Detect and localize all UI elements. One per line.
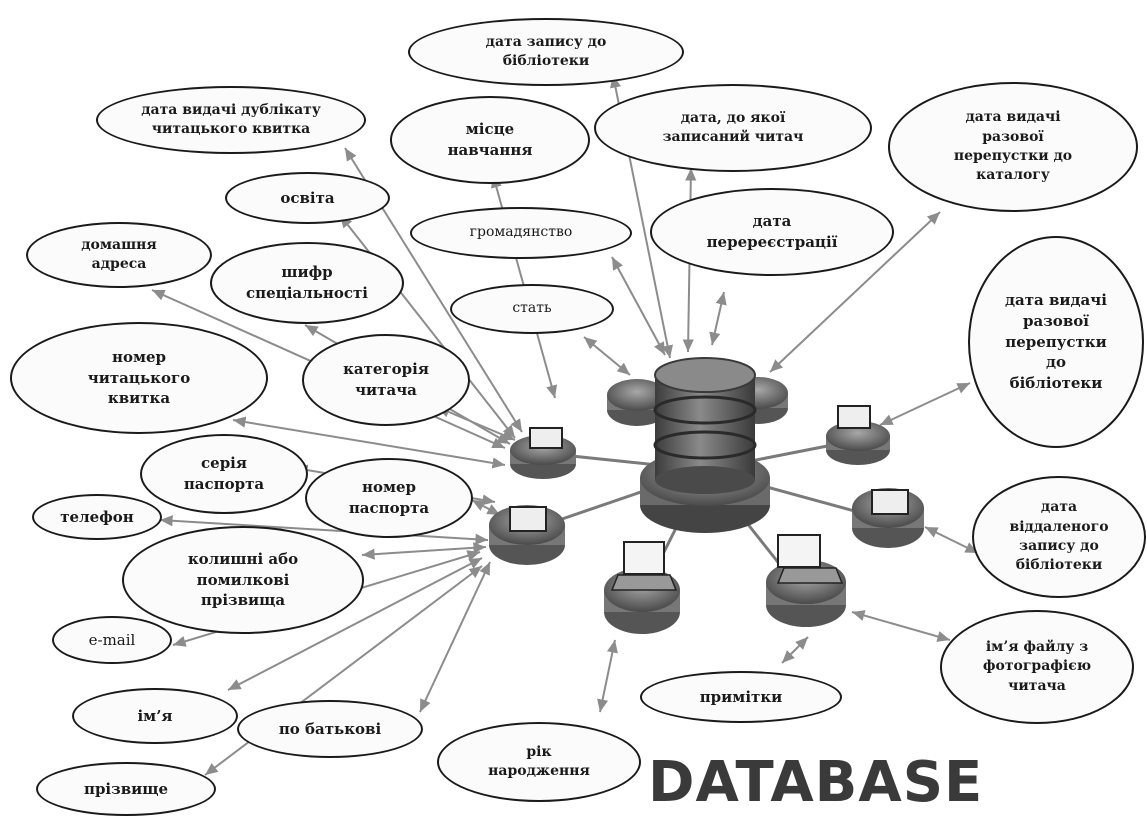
field-bubble-phone: телефон [32,494,162,540]
client-node-2 [489,505,565,565]
client-node-4 [766,534,846,627]
field-bubble-reader-card-number: номер читацького квитка [10,322,268,434]
field-bubble-catalog-pass-date: дата видачі разової перепустки до катало… [888,82,1138,212]
client-node-5 [852,488,924,548]
field-bubble-specialty-code: шифр спеціальності [210,242,404,324]
field-bubble-patronymic: по батькові [237,700,423,758]
field-bubble-former-surnames: колишні або помилкові прізвища [122,526,364,634]
field-bubble-passport-number: номер паспорта [305,458,473,538]
field-bubble-photo-filename: ім’я файлу з фотографією читача [940,610,1134,724]
field-bubble-reregistration-date: дата перереєстрації [650,188,894,276]
field-bubble-duplicate-card-date: дата видачі дублікату читацького квитка [96,86,366,154]
field-bubble-passport-series: серія паспорта [140,434,308,514]
client-node-7 [607,379,667,426]
field-bubble-gender: стать [450,284,614,334]
field-bubble-education: освіта [225,172,390,224]
field-bubble-surname: прізвище [36,762,216,816]
field-bubble-first-name: ім’я [72,688,238,744]
field-bubble-home-address: домашня адреса [26,222,212,288]
field-bubble-library-signup-date: дата запису до бібліотеки [408,18,684,86]
client-node-3 [604,541,680,634]
field-bubble-citizenship: громадянство [410,207,632,259]
field-bubble-reader-category: категорія читача [302,334,470,426]
field-bubble-birth-year: рік народження [437,722,641,802]
field-bubble-registered-until: дата, до якої записаний читач [594,84,872,172]
database-server-icon [640,357,770,533]
field-bubble-study-place: місце навчання [390,96,590,184]
client-node-6 [826,405,890,465]
field-bubble-notes: примітки [640,671,842,723]
field-bubble-library-pass-date: дата видачі разової перепустки до бібліо… [968,236,1144,448]
database-title: DATABASE [648,750,984,815]
client-node-1 [510,427,576,479]
field-bubble-remote-signup-date: дата віддаленого запису до бібліотеки [972,476,1146,598]
field-bubble-email: e-mail [52,616,172,664]
